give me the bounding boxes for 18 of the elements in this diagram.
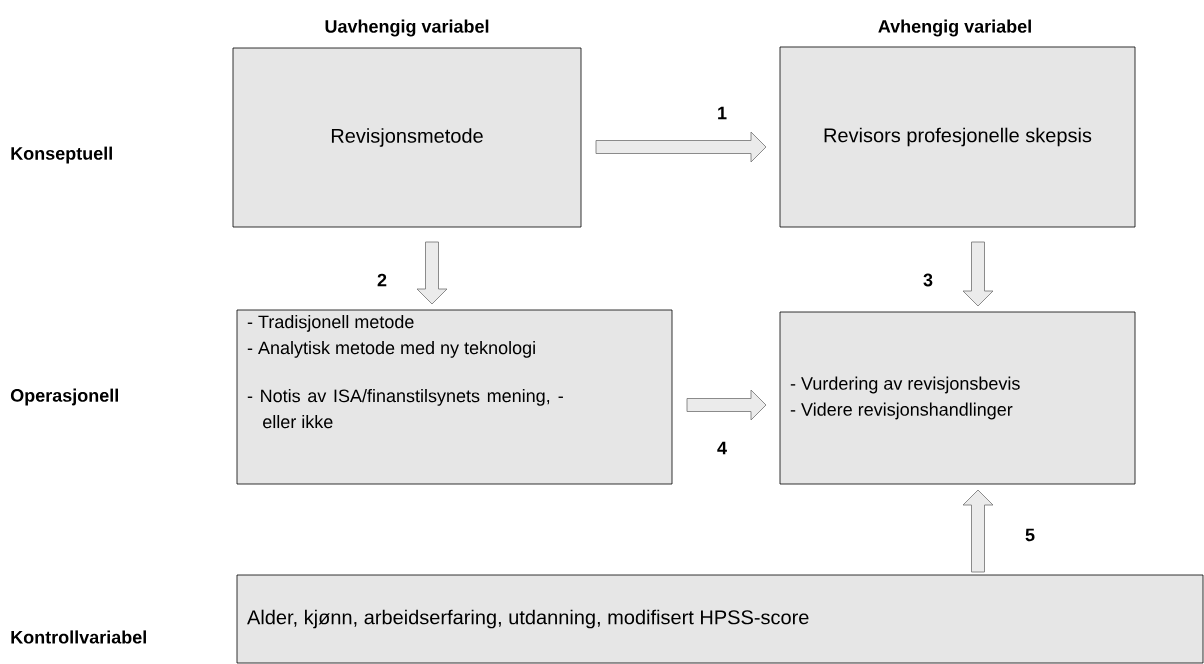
edge-label: 2 [377, 273, 387, 287]
process-box: - Vurdering av revisjonsbevis - Videre revisjonshandlinger [779, 311, 1136, 485]
process-box: Revisjonsmetode [232, 47, 582, 228]
edge-label: 1 [718, 106, 727, 120]
edge-label: 5 [1025, 528, 1035, 542]
block-arrow [962, 241, 994, 307]
row-heading: Kontrollvariabel [11, 630, 146, 644]
block-arrow [962, 489, 994, 573]
block-arrow [686, 389, 767, 421]
process-box: - Tradisjonell metode - Analytisk metode med ny teknologi - Notis av ISA/finanstilsynets mening, - eller ikke [236, 309, 673, 485]
edge-label: 3 [923, 273, 933, 287]
edge-label: 4 [717, 441, 727, 455]
process-box: Revisors profesjonelle skepsis [779, 46, 1136, 228]
block-arrow [416, 241, 448, 305]
process-box: Alder, kjønn, arbeidserfaring, utdanning, modifisert HPSS-score [236, 574, 1204, 664]
block-arrow [595, 131, 767, 163]
row-heading: Operasjonell [10, 388, 118, 406]
row-heading: Konseptuell [11, 146, 112, 164]
